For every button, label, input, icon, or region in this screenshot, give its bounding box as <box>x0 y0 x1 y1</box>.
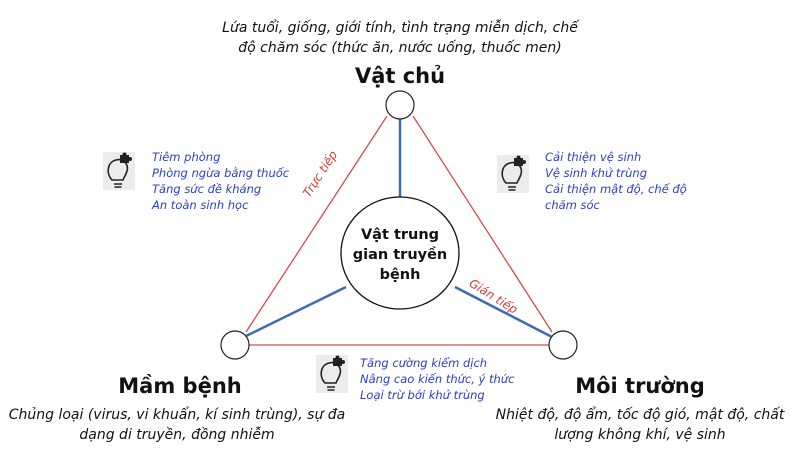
vector-label-line: gian truyền <box>352 247 448 263</box>
lightbulb-puzzle-icon <box>103 152 135 190</box>
node-pathogen-circle <box>220 330 250 360</box>
spoke-pathogen <box>245 285 347 338</box>
node-environment-circle <box>548 330 578 360</box>
measure-item: Cải thiện vệ sinh <box>545 150 642 164</box>
measures-host-environment: Cải thiện vệ sinh Vệ sinh khử trùng Cải … <box>545 149 687 213</box>
host-description-line: Lứa tuổi, giống, giới tính, tình trạng m… <box>222 20 578 36</box>
node-host-circle <box>385 90 415 120</box>
measure-item: Nâng cao kiến thức, ý thức <box>360 372 515 386</box>
vector-label: Vật trung gian truyền bệnh <box>345 225 455 285</box>
measure-item: Phòng ngừa bằng thuốc <box>152 166 290 180</box>
pathogen-description: Chủng loại (virus, vi khuẩn, kí sinh trù… <box>0 405 354 445</box>
lightbulb-puzzle-icon <box>497 155 529 193</box>
host-description-line: độ chăm sóc (thức ăn, nước uống, thuốc m… <box>238 40 562 56</box>
edge-host-environment <box>412 115 553 333</box>
vector-label-line: Vật trung <box>360 227 440 243</box>
measure-item: Loại trừ bới khử trùng <box>360 388 485 402</box>
environment-description: Nhiệt độ, độ ẩm, tốc độ gió, mật độ, chấ… <box>485 405 795 445</box>
measures-host-pathogen: Tiêm phòng Phòng ngừa bằng thuốc Tăng sứ… <box>152 149 289 213</box>
edge-host-pathogen <box>245 115 388 333</box>
vector-ellipse <box>340 196 460 310</box>
measure-item: chăm sóc <box>545 198 600 212</box>
environment-description-line: lượng không khí, vệ sinh <box>554 427 726 443</box>
pathogen-title: Mầm bệnh <box>118 374 242 398</box>
pathogen-description-line: Chủng loại (virus, vi khuẩn, kí sinh trù… <box>8 407 346 423</box>
measure-item: An toàn sinh học <box>152 198 249 212</box>
host-description: Lứa tuổi, giống, giới tính, tình trạng m… <box>190 18 610 58</box>
measure-item: Vệ sinh khử trùng <box>545 166 648 180</box>
lightbulb-puzzle-icon <box>316 355 348 393</box>
vector-label-line: bệnh <box>379 267 421 283</box>
pathogen-description-line: dạng di truyền, đồng nhiễm <box>79 427 275 443</box>
environment-description-line: Nhiệt độ, độ ẩm, tốc độ gió, mật độ, chấ… <box>495 407 785 423</box>
measures-pathogen-environment: Tăng cường kiểm dịch Nâng cao kiến thức,… <box>360 355 514 403</box>
measure-item: Tiêm phòng <box>152 150 221 164</box>
measure-item: Tăng cường kiểm dịch <box>360 356 488 370</box>
environment-title: Môi trường <box>575 374 705 398</box>
host-title: Vật chủ <box>354 64 446 88</box>
measure-item: Cải thiện mật độ, chế độ <box>545 182 687 196</box>
measure-item: Tăng sức đề kháng <box>152 182 262 196</box>
spoke-environment <box>454 285 553 339</box>
